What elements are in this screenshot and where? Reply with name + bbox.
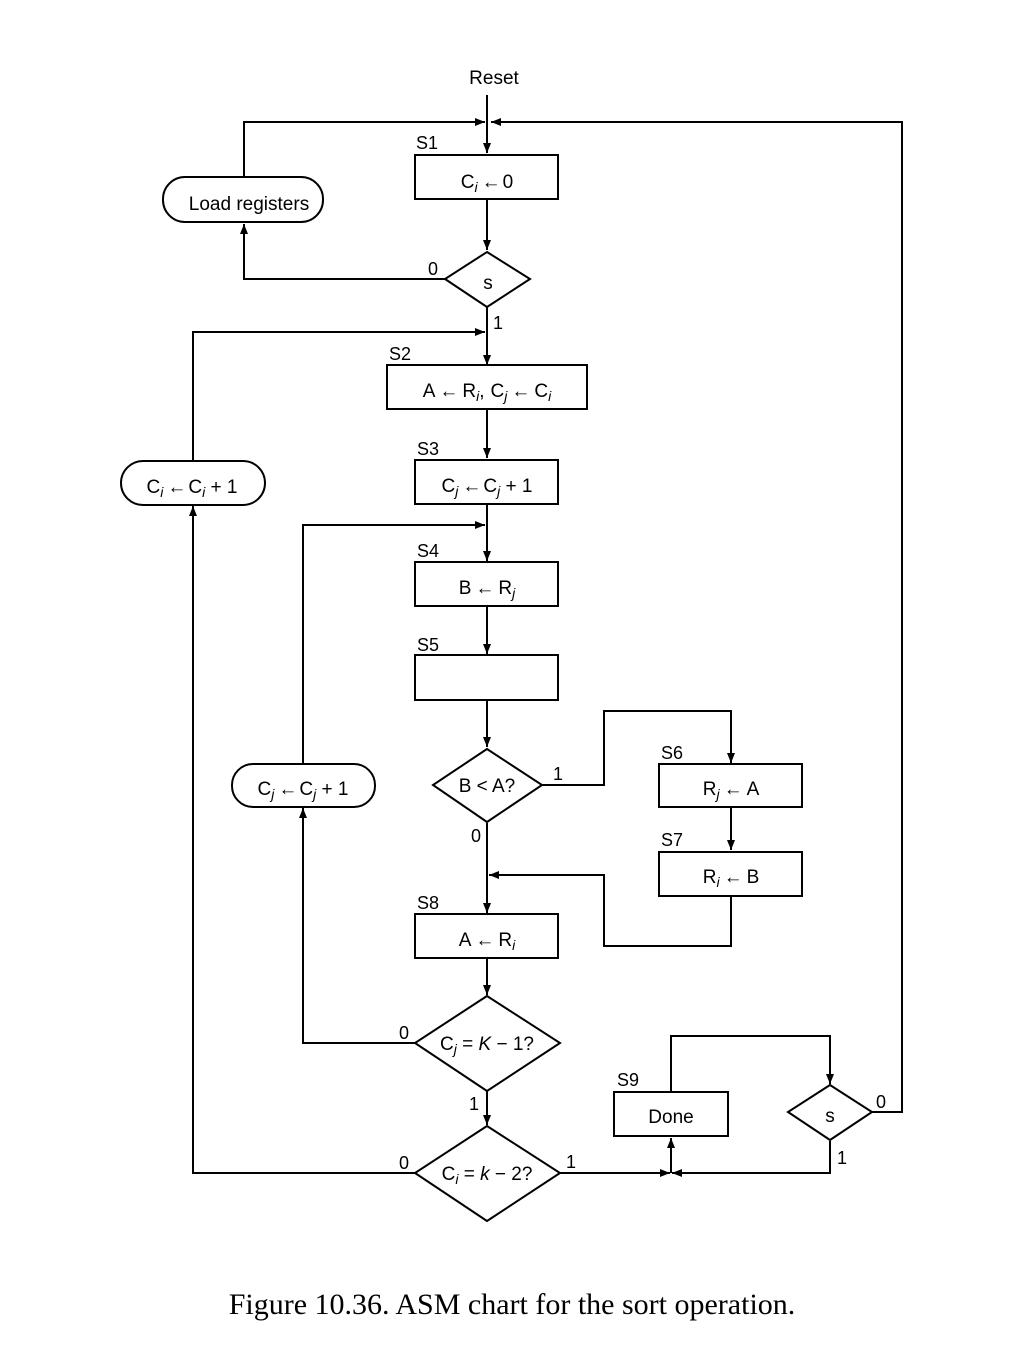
branch-label-compare-zero: 0 xyxy=(471,826,481,846)
decision-b-less-than-a xyxy=(431,747,544,824)
state-box-s7 xyxy=(658,851,803,897)
restart-line xyxy=(491,118,903,1113)
s9-to-s-bottom xyxy=(670,1035,834,1092)
ci-increment-label: Ci←Ci + 1 xyxy=(147,477,238,500)
branch-label-cj-one: 1 xyxy=(469,1094,479,1114)
s9-operation: Done xyxy=(648,1107,693,1128)
state-box-s8 xyxy=(414,913,559,959)
connectors xyxy=(189,95,903,1177)
s3-operation: Cj←Cj + 1 xyxy=(442,476,533,499)
state-label-s8: S8 xyxy=(417,893,439,913)
state-label-s9: S9 xyxy=(617,1070,639,1090)
decision-cj-label: Cj = K − 1? xyxy=(440,1034,534,1057)
state-label-s5: S5 xyxy=(417,635,439,655)
state-label-s7: S7 xyxy=(661,830,683,850)
ci-increment-output xyxy=(120,460,266,506)
s7-operation: Ri←B xyxy=(703,867,760,890)
s6-operation: Rj←A xyxy=(703,779,760,802)
state-box-s3 xyxy=(414,459,559,505)
branch-label-cj-zero: 0 xyxy=(399,1023,409,1043)
s8-operation: A←Ri xyxy=(459,930,516,953)
state-box-s6 xyxy=(658,763,803,808)
branch-label-s-top-zero: 0 xyxy=(428,259,438,279)
decision-ci-equals-k-minus-2 xyxy=(413,1124,562,1223)
cj-check-zero-line xyxy=(299,808,415,1044)
state-label-s3: S3 xyxy=(417,439,439,459)
state-box-s2 xyxy=(386,364,588,410)
branch-label-compare-one: 1 xyxy=(553,764,563,784)
s-zero-to-load xyxy=(240,224,445,280)
state-label-s1: S1 xyxy=(416,133,438,153)
ci-return-line xyxy=(192,328,485,461)
decision-s-bottom-label: s xyxy=(825,1106,835,1127)
state-label-s6: S6 xyxy=(661,743,683,763)
branch-label-s-top-one: 1 xyxy=(493,313,503,333)
s2-operation: A←Ri,Cj←Ci xyxy=(423,381,552,404)
decision-b-less-than-a-label: B < A? xyxy=(459,776,516,797)
state-label-s2: S2 xyxy=(389,344,411,364)
figure-caption: Figure 10.36. ASM chart for the sort ope… xyxy=(228,1288,796,1321)
load-return-line xyxy=(243,118,485,177)
s-bottom-one-line xyxy=(672,1141,831,1177)
decision-cj-equals-k-minus-1 xyxy=(413,994,562,1093)
state-label-s4: S4 xyxy=(417,541,439,561)
s1-operation: Ci←0 xyxy=(461,172,513,195)
state-box-s9 xyxy=(613,1091,729,1137)
state-box-s1 xyxy=(414,154,559,200)
cj-increment-label: Cj←Cj + 1 xyxy=(258,779,349,802)
cj-return-line xyxy=(302,521,485,764)
asm-chart: Reset S1 Ci←0 Load registers s 0 1 S2 A←… xyxy=(120,68,903,1223)
branch-label-ci-zero: 0 xyxy=(399,1153,409,1173)
decision-s-top-label: s xyxy=(483,273,493,294)
decision-s-top xyxy=(443,250,532,309)
cj-increment-output xyxy=(231,763,376,808)
ci-check-zero-line xyxy=(189,506,415,1174)
branch-label-s-bottom-one: 1 xyxy=(837,1148,847,1168)
s7-to-s8-line xyxy=(489,871,732,947)
state-box-s5 xyxy=(414,654,559,701)
branch-label-ci-one: 1 xyxy=(566,1152,576,1172)
load-registers-label: Load registers xyxy=(189,194,309,215)
decision-s-bottom xyxy=(786,1083,874,1142)
state-box-s4 xyxy=(414,561,559,607)
reset-label: Reset xyxy=(469,68,519,89)
load-registers-output xyxy=(162,176,324,223)
decision-ci-label: Ci = k − 2? xyxy=(442,1164,533,1187)
s4-operation: B←Rj xyxy=(459,578,516,601)
compare-one-to-s6 xyxy=(542,710,735,786)
branch-label-s-bottom-zero: 0 xyxy=(876,1092,886,1112)
